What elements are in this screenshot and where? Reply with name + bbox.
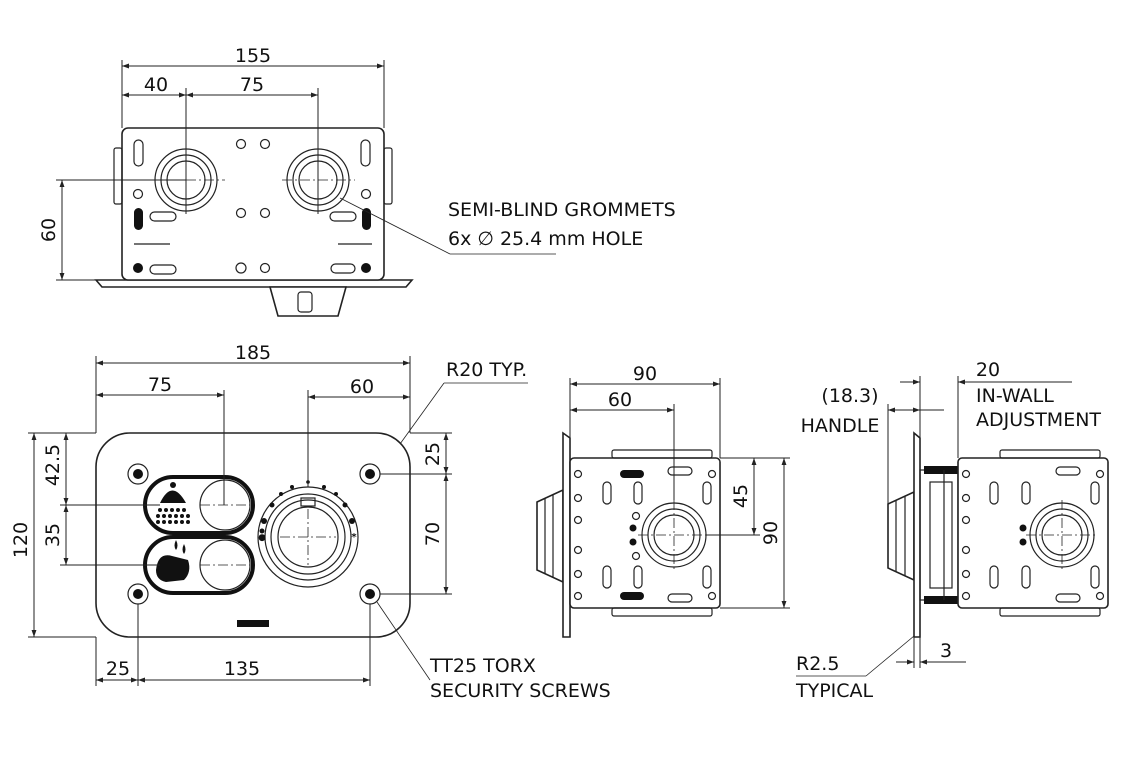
shower-icon bbox=[156, 482, 190, 524]
dim-75: 75 bbox=[240, 74, 264, 96]
screw-icon bbox=[127, 463, 381, 605]
dim-185: 185 bbox=[235, 342, 271, 364]
dim-155: 155 bbox=[235, 45, 271, 67]
dim-35: 35 bbox=[42, 523, 64, 547]
dim-90-top: 90 bbox=[633, 363, 657, 385]
side-view: 90 60 45 90 bbox=[536, 363, 790, 638]
grommet-note-hole: 6x ∅ 25.4 mm HOLE bbox=[448, 228, 643, 250]
dim-25-bottom: 25 bbox=[106, 658, 130, 680]
grommet-note-title: SEMI-BLIND GROMMETS bbox=[448, 199, 676, 221]
front-view: ● * 185 75 60 120 42.5 35 bbox=[10, 342, 611, 702]
dim-3: 3 bbox=[940, 640, 952, 662]
dim-60-side: 60 bbox=[608, 389, 632, 411]
screw-note-desc: SECURITY SCREWS bbox=[430, 680, 611, 702]
adjust-label-line1: IN-WALL bbox=[976, 385, 1054, 407]
dim-135: 135 bbox=[224, 658, 260, 680]
logo-plate bbox=[237, 620, 269, 627]
adjust-label-line2: ADJUSTMENT bbox=[976, 409, 1101, 431]
dim-20: 20 bbox=[976, 359, 1000, 381]
handwash-button bbox=[143, 535, 255, 595]
top-view: 155 40 75 60 SEMI-BLIND GROMMETS 6x ∅ 25… bbox=[38, 45, 676, 317]
dim-45: 45 bbox=[730, 484, 752, 508]
dim-40: 40 bbox=[144, 74, 168, 96]
dim-60-vertical: 60 bbox=[38, 218, 60, 242]
dim-70: 70 bbox=[422, 522, 444, 546]
dim-42-5: 42.5 bbox=[42, 444, 64, 486]
svg-text:*: * bbox=[351, 532, 357, 543]
radius-note: R20 TYP. bbox=[446, 359, 527, 381]
dim-60-front: 60 bbox=[350, 376, 374, 398]
dim-75-front: 75 bbox=[148, 374, 172, 396]
dim-25-right: 25 bbox=[422, 442, 444, 466]
dim-90-side: 90 bbox=[760, 521, 782, 545]
dim-120: 120 bbox=[10, 522, 32, 558]
radius-label-line1: R2.5 bbox=[796, 653, 839, 675]
section-view: (18.3) HANDLE 20 IN-WALL ADJUSTMENT 3 R2… bbox=[795, 359, 1109, 702]
handwash-icon bbox=[156, 540, 190, 582]
screw-note-title: TT25 TORX bbox=[429, 655, 536, 677]
dim-18-3: (18.3) bbox=[821, 385, 878, 407]
handle-label: HANDLE bbox=[801, 415, 880, 437]
svg-text:●: ● bbox=[258, 533, 266, 543]
radius-label-line2: TYPICAL bbox=[795, 680, 874, 702]
